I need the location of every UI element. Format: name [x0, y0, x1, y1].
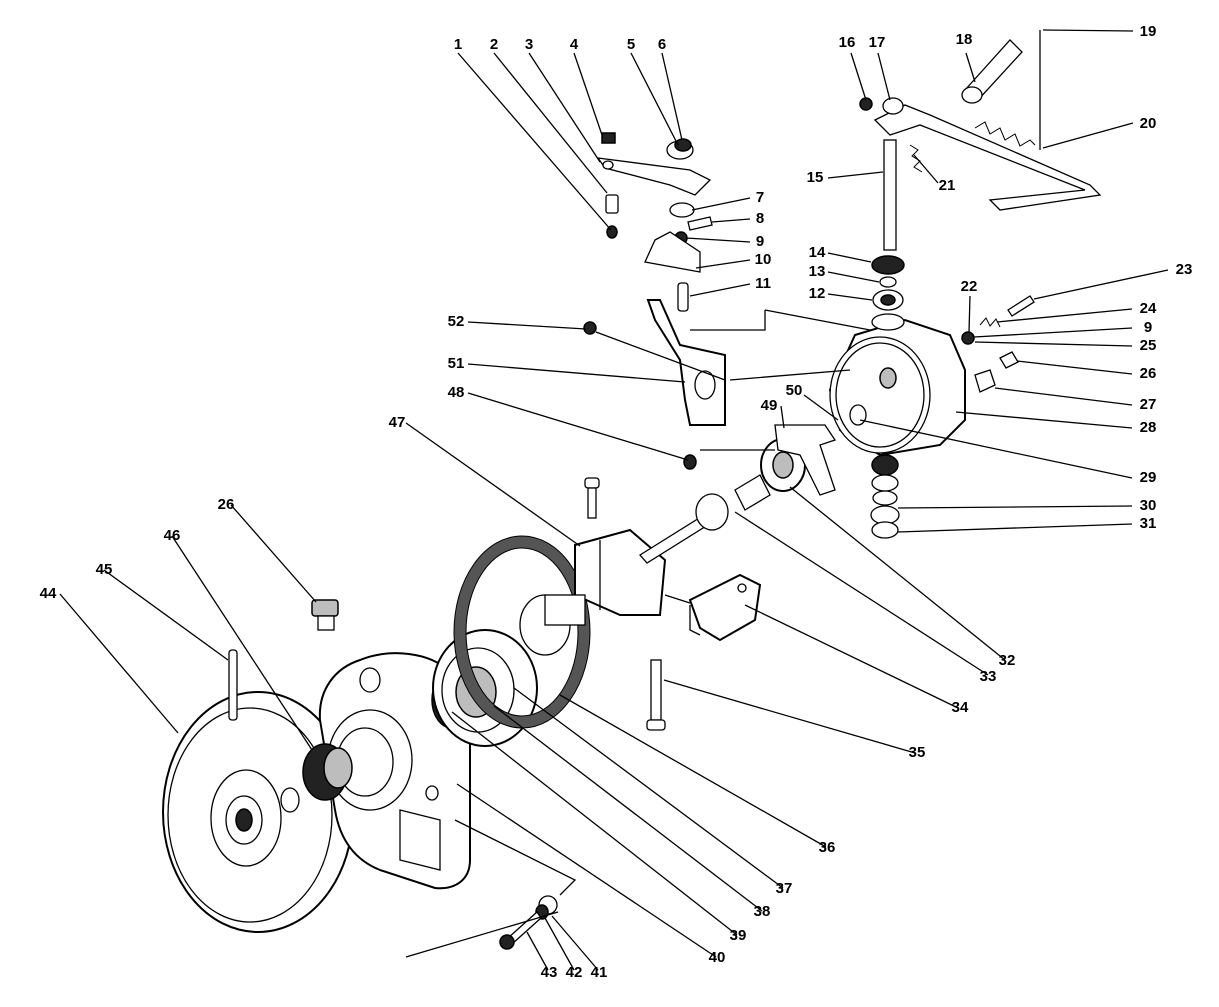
callout-15: 15: [807, 169, 824, 186]
callout-36: 36: [819, 839, 836, 856]
linkage-parts: [596, 132, 713, 312]
callout-47: 47: [389, 414, 406, 431]
support-bracket: [646, 299, 726, 426]
callout-34: 34: [952, 699, 969, 716]
callout-33: 33: [980, 668, 997, 685]
callout-44: 44: [40, 585, 57, 602]
callout-28: 28: [1140, 419, 1157, 436]
callout-35: 35: [909, 744, 926, 761]
callout-9-right: 9: [1144, 319, 1152, 336]
callout-10: 10: [755, 251, 772, 268]
callout-30: 30: [1140, 497, 1157, 514]
callout-9: 9: [756, 233, 764, 250]
callout-2: 2: [490, 36, 498, 53]
callout-6: 6: [658, 36, 666, 53]
callout-16: 16: [839, 34, 856, 51]
leader-lines: [59, 29, 1169, 971]
callout-52: 52: [448, 313, 465, 330]
gear-housing-cover: [318, 652, 471, 890]
callout-14: 14: [809, 244, 826, 261]
callout-48: 48: [448, 384, 465, 401]
callout-39: 39: [730, 927, 747, 944]
spring: [974, 121, 1036, 147]
callout-18: 18: [956, 31, 973, 48]
callout-26-right: 26: [1140, 365, 1157, 382]
callout-13: 13: [809, 263, 826, 280]
detent-parts: [961, 295, 1035, 393]
pinion-gear: [302, 743, 353, 801]
shift-knob: [961, 39, 1023, 104]
callout-8: 8: [756, 210, 764, 227]
callout-29: 29: [1140, 469, 1157, 486]
callout-19: 19: [1140, 23, 1157, 40]
callout-38: 38: [754, 903, 771, 920]
pulley: [162, 691, 354, 933]
screws: [583, 321, 697, 470]
callout-45: 45: [96, 561, 113, 578]
mounting-bracket: [688, 573, 762, 642]
upper-bearing-stack: [871, 255, 905, 331]
callout-49: 49: [761, 397, 778, 414]
callout-4: 4: [570, 36, 579, 53]
callout-41: 41: [591, 964, 608, 981]
bolt: [584, 477, 600, 519]
callout-25: 25: [1140, 337, 1157, 354]
callout-37: 37: [776, 880, 793, 897]
callout-23: 23: [1176, 261, 1193, 278]
callout-21: 21: [939, 177, 956, 194]
ball-bearing: [432, 629, 538, 747]
assembly-guide-lines: [454, 30, 1041, 896]
callout-42: 42: [566, 964, 583, 981]
callout-22: 22: [961, 278, 978, 295]
callout-51: 51: [448, 355, 465, 372]
callout-26-left: 26: [218, 496, 235, 513]
plate: [774, 424, 837, 496]
shift-lever: [859, 97, 1102, 211]
roll-pin: [228, 649, 238, 721]
callout-27: 27: [1140, 396, 1157, 413]
callout-12: 12: [809, 285, 826, 302]
callout-32: 32: [999, 652, 1016, 669]
worm-shaft: [639, 474, 771, 564]
callout-31: 31: [1140, 515, 1157, 532]
callout-1: 1: [454, 36, 462, 53]
callout-43: 43: [541, 964, 558, 981]
callout-labels: 1 2 3 4 5 6 7 8 9 10 11 12 13 14 15 16 1…: [40, 23, 1193, 981]
lower-bearing: [870, 454, 900, 539]
callout-17: 17: [869, 34, 886, 51]
callout-7: 7: [756, 189, 764, 206]
callout-3: 3: [525, 36, 533, 53]
gearbox-housing: [828, 318, 966, 457]
callout-24: 24: [1140, 300, 1157, 317]
callout-50: 50: [786, 382, 803, 399]
small-spring: [909, 144, 923, 173]
washers-and-bolt: [499, 895, 558, 950]
callout-20: 20: [1140, 115, 1157, 132]
axle-housing: [519, 528, 667, 656]
mounting-bolt: [646, 659, 666, 731]
callout-11: 11: [755, 275, 771, 292]
fill-plug: [311, 599, 339, 631]
callout-46: 46: [164, 527, 181, 544]
callout-5: 5: [627, 36, 635, 53]
callout-40: 40: [709, 949, 726, 966]
shift-shaft: [883, 139, 897, 251]
